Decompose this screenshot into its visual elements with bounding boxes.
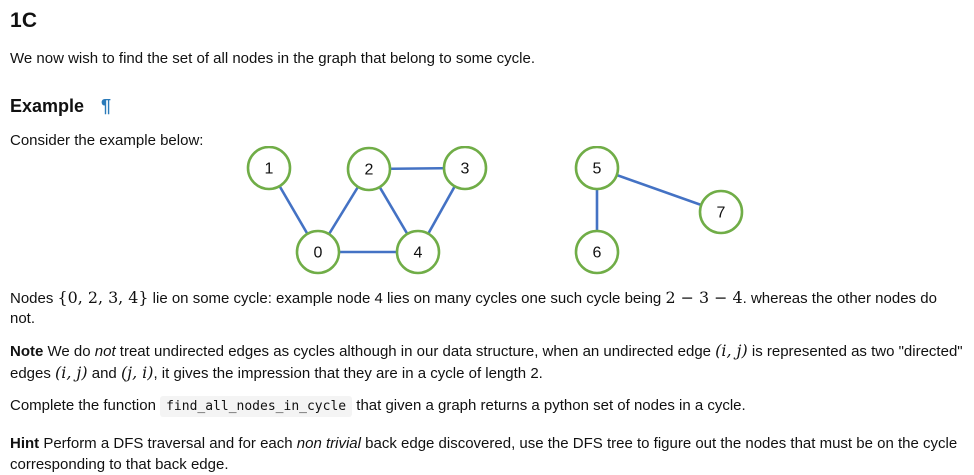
hint-label: Hint [10,435,40,452]
note-text-2: treat undirected edges as cycles althoug… [115,343,716,360]
cycle-text-3: . whereas the other nodes do not. [10,290,937,327]
graph-node-label-2: 2 [365,162,374,179]
graph-node-7 [698,189,744,235]
note-emphasis-not: not [94,343,116,360]
graph-node-label-4: 4 [414,245,423,262]
hint-emphasis-nontrivial: non trivial [296,435,361,452]
complete-paragraph: Complete the function find_all_nodes_in_… [10,395,964,417]
note-text-3: is represented as two "directed" edges [10,343,963,382]
cycle-text-2: lie on some cycle: example node 4 lies o… [148,290,666,307]
note-text-4: and [87,365,121,382]
graph-node-label-1: 1 [265,161,274,178]
example-heading-label: Example [10,96,85,116]
graph-node-1 [246,146,292,191]
graph-node-4 [395,229,441,275]
hint-paragraph: Hint Perform a DFS traversal and for eac… [10,433,964,475]
graph-node-label-3: 3 [461,161,470,178]
graph-node-label-6: 6 [593,245,602,262]
graph-node-label-7: 7 [717,205,726,222]
note-text-5: , it gives the impression that they are … [153,365,543,382]
complete-text-1: Complete the function [10,397,161,414]
graph-node-3 [442,146,488,191]
note-text-1: We do [43,343,95,360]
hint-text-1: Perform a DFS traversal and for each [39,435,297,452]
graph-node-label-5: 5 [593,161,602,178]
edge-ji-math: (j, i) [120,363,154,382]
graph-node-0 [295,229,341,275]
example-heading: Example ¶ [10,94,964,118]
edge-ij-math-2: (i, j) [55,363,88,382]
note-paragraph: Note We do not treat undirected edges as… [10,340,964,384]
note-label: Note [10,343,44,360]
section-heading: 1C [10,9,38,32]
cycle-graph-svg: 0 1 2 3 4 5 6 7 [246,146,744,275]
cycle-path-math: 2 − 3 − 4 [665,288,743,307]
intro-paragraph: We now wish to find the set of all nodes… [10,50,536,67]
graph-node-label-0: 0 [314,245,323,262]
node-set-math: {0, 2, 3, 4} [57,288,149,307]
consider-paragraph: Consider the example below: [10,132,204,149]
function-name-code: find_all_nodes_in_cycle [160,396,353,417]
example-graph-figure: 0 1 2 3 4 5 6 7 [10,146,964,286]
anchor-link-icon[interactable]: ¶ [101,96,112,116]
cycle-statement-paragraph: Nodes {0, 2, 3, 4} lie on some cycle: ex… [10,288,964,329]
complete-text-2: that given a graph returns a python set … [352,397,746,414]
edge-ij-math: (i, j) [715,341,748,360]
graph-node-6 [574,229,620,275]
graph-node-5 [574,146,620,191]
cycle-text-1: Nodes [10,290,58,307]
graph-node-2 [346,146,392,192]
